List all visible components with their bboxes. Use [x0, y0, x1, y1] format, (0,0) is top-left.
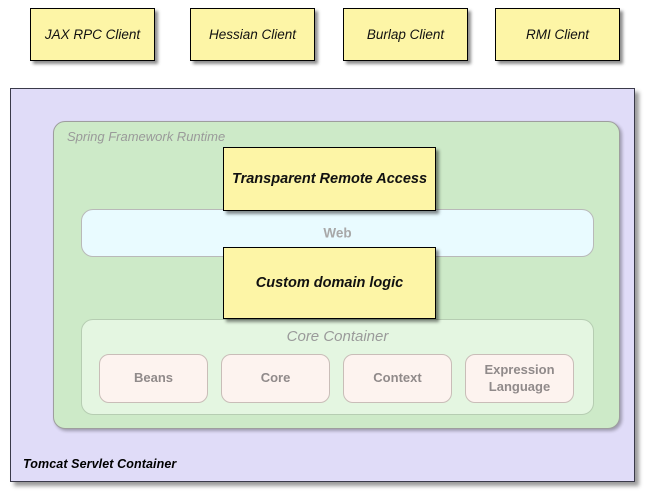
core-module-label: Context: [373, 370, 422, 386]
feature-label: Custom domain logic: [255, 275, 404, 291]
client-box-burlap[interactable]: Burlap Client: [343, 8, 468, 61]
client-box-jax-rpc[interactable]: JAX RPC Client: [30, 8, 155, 61]
feature-box-transparent-remote-access[interactable]: Transparent Remote Access: [223, 147, 436, 211]
client-box-rmi[interactable]: RMI Client: [495, 8, 620, 61]
core-module-label: Expression Language: [484, 362, 555, 394]
web-band-label: Web: [323, 225, 352, 241]
core-module-expression-language[interactable]: Expression Language: [465, 354, 574, 403]
client-label: JAX RPC Client: [44, 27, 141, 42]
feature-label: Transparent Remote Access: [231, 171, 428, 187]
core-module-label: Beans: [133, 370, 174, 386]
spring-framework-runtime-label: Spring Framework Runtime: [67, 129, 226, 144]
core-module-label: Core: [260, 370, 291, 386]
core-module-context[interactable]: Context: [343, 354, 452, 403]
core-module-core[interactable]: Core: [221, 354, 330, 403]
client-label: Burlap Client: [366, 27, 445, 42]
feature-box-custom-domain-logic[interactable]: Custom domain logic: [223, 247, 436, 319]
core-container-label: Core Container: [286, 328, 389, 345]
core-module-beans[interactable]: Beans: [99, 354, 208, 403]
core-container: Core Container Beans Core Context Expres…: [81, 319, 594, 415]
tomcat-servlet-container-label: Tomcat Servlet Container: [23, 457, 177, 471]
client-box-hessian[interactable]: Hessian Client: [190, 8, 315, 61]
client-label: RMI Client: [525, 27, 589, 42]
client-label: Hessian Client: [208, 27, 297, 42]
tomcat-servlet-container: Spring Framework Runtime Web Core Contai…: [10, 88, 635, 482]
